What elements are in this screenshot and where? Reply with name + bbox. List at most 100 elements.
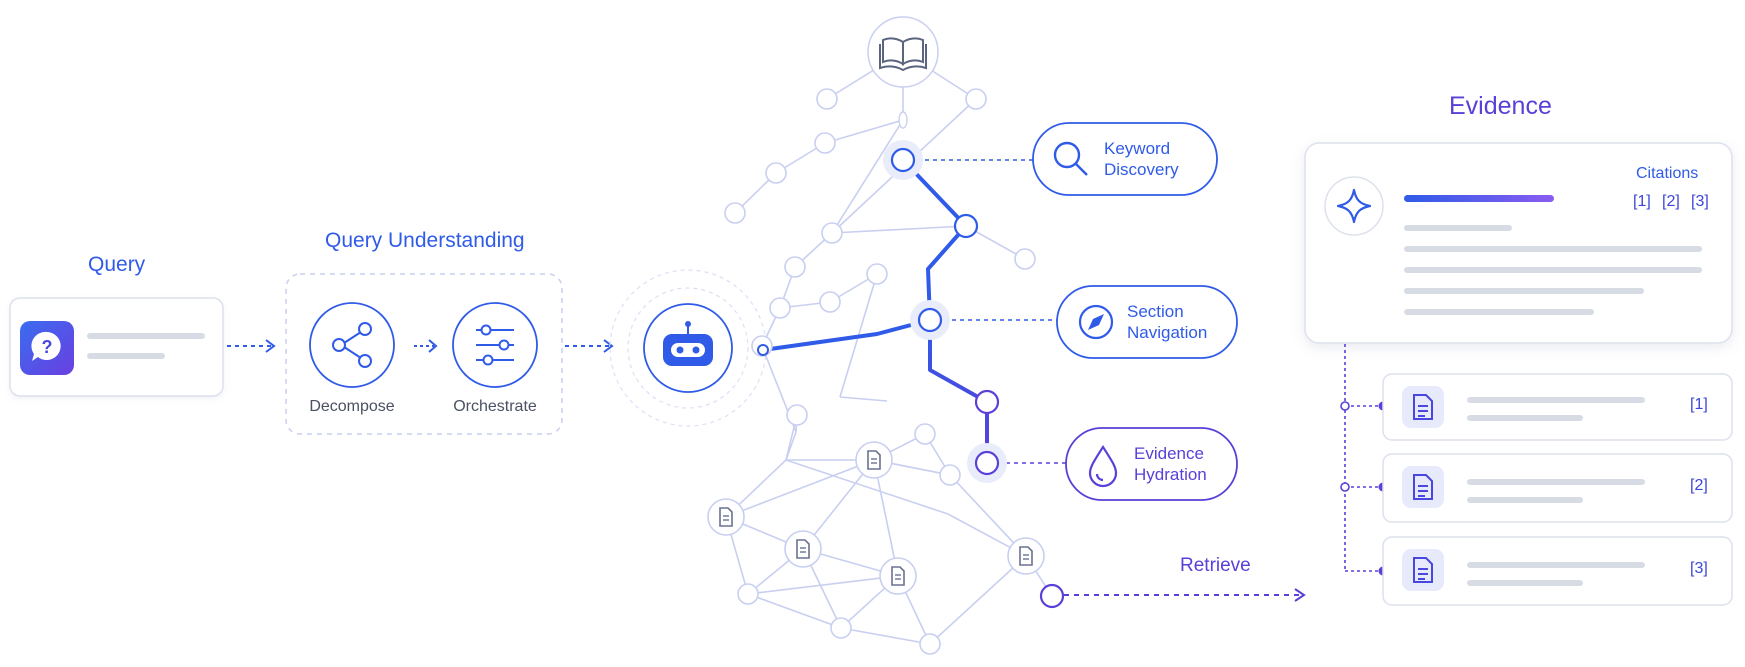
row-text-placeholder [1467,562,1645,568]
arrow-decompose-orchestrate [414,339,438,353]
arrow-to-agent [565,339,614,353]
connector-dot [1340,401,1350,411]
sparkle-icon [1336,188,1372,224]
evidence-text-placeholder [1404,267,1702,273]
hydration-label-line2: Hydration [1134,465,1207,484]
graph-edge [831,225,967,234]
graph-node [914,423,936,445]
agent-port [757,344,769,356]
path-node[interactable] [974,389,1000,415]
graph-node [965,88,987,110]
retrieval-path [762,158,989,463]
citation-ref[interactable]: [2] [1662,193,1680,210]
query-card[interactable]: ? [9,297,224,397]
section-label-line1: Section [1127,302,1184,321]
row-text-placeholder [1467,580,1583,586]
evidence-hydration-pill[interactable] [1065,427,1238,501]
document-icon [796,539,810,559]
evidence-card[interactable] [1304,142,1733,344]
evidence-hydration-label: Evidence Hydration [1134,443,1207,485]
arrow-to-understanding [227,339,276,353]
query-text-placeholder [87,333,205,339]
keyword-label-line1: Keyword [1104,139,1171,158]
graph-edge [831,119,904,234]
decompose-label: Decompose [309,398,395,415]
graph-node [724,202,746,224]
evidence-row[interactable] [1382,536,1733,606]
graph-edge [802,459,875,550]
row-text-placeholder [1467,479,1645,485]
graph-node [816,88,838,110]
document-icon [867,450,881,470]
path-node[interactable] [910,300,950,340]
graph-node [814,132,836,154]
action-connectors [925,159,1066,464]
evidence-row[interactable] [1382,453,1733,523]
graph-node [898,111,908,129]
robot-icon [663,321,713,366]
citations-title: Citations [1636,165,1699,182]
citation-ref[interactable]: [3] [1691,193,1709,210]
path-node[interactable] [953,213,979,239]
graph-node [1014,248,1036,270]
graph-edge [839,396,888,402]
graph-edge [785,431,797,461]
citation-ref[interactable]: [1] [1633,193,1651,210]
agent-node[interactable] [609,269,767,427]
evidence-title: Evidence [1449,92,1552,120]
section-label-line2: Navigation [1127,323,1208,342]
graph-node [830,617,852,639]
document-node [1007,537,1045,575]
path-segment [928,320,989,463]
svg-text:?: ? [42,337,53,357]
evidence-row[interactable] [1382,373,1733,441]
document-node [707,498,745,536]
document-node [879,557,917,595]
graph-node [737,583,759,605]
keyword-discovery-label: Keyword Discovery [1104,138,1179,180]
droplet-icon [1088,444,1118,488]
graph-node [765,162,787,184]
graph-node [819,291,841,313]
document-icon [891,566,905,586]
row-ref: [1] [1690,396,1708,413]
document-icon [1413,394,1433,420]
evidence-text-placeholder [1404,246,1702,252]
graph-node [919,633,941,655]
graph-edge [747,593,842,629]
document-node [784,530,822,568]
path-node[interactable] [883,140,923,180]
evidence-highlight-bar [1404,195,1554,202]
path-node[interactable] [1039,583,1065,609]
graph-nodes [707,88,1065,655]
graph-edge [840,627,931,645]
decompose-node[interactable] [309,302,395,388]
graph-node [784,256,806,278]
evidence-text-placeholder [1404,225,1512,231]
search-icon [1053,141,1088,176]
row-text-placeholder [1467,415,1583,421]
connector-dot [1340,482,1350,492]
keyword-discovery-pill[interactable] [1032,122,1218,196]
graph-edge [747,575,899,595]
section-navigation-pill[interactable] [1056,285,1238,359]
keyword-label-line2: Discovery [1104,160,1179,179]
document-icon [1413,474,1433,500]
understanding-title: Query Understanding [325,229,525,252]
graph-edge [725,459,875,518]
graph-edge [873,459,899,577]
graph-node [821,222,843,244]
evidence-text-placeholder [1404,309,1594,315]
sliders-icon [476,324,514,366]
graph-node [786,404,808,426]
graph-edge [785,459,949,515]
row-ref: [2] [1690,477,1708,494]
retrieve-label: Retrieve [1180,555,1251,576]
document-icon [1019,546,1033,566]
query-text-placeholder [87,353,165,359]
path-node[interactable] [967,443,1007,483]
orchestrate-label: Orchestrate [453,398,537,415]
open-book-icon [879,37,927,72]
orchestrate-node[interactable] [452,302,538,388]
